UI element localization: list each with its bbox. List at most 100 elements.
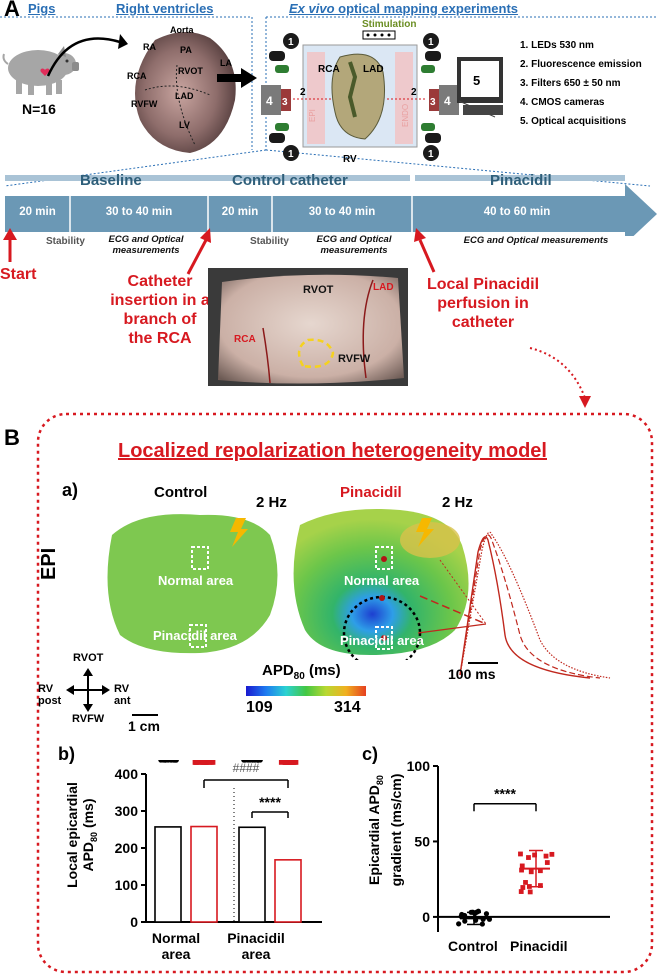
data-point — [518, 851, 523, 857]
normal-area-label-pinacidil: Normal area — [344, 573, 420, 588]
y-tick-label: 400 — [115, 766, 139, 782]
data-point — [479, 921, 485, 927]
pig-illustration — [2, 46, 79, 95]
data-point — [543, 853, 549, 859]
segment-3: 20 min — [221, 206, 259, 218]
chart-c-cat-0: Control — [448, 938, 498, 954]
panel-b-letter: B — [4, 425, 20, 450]
data-point — [282, 760, 288, 765]
heart-label-la: LA — [220, 58, 232, 68]
data-point — [285, 760, 291, 765]
apd-title-text: APD — [262, 662, 294, 679]
stimulation-label: Stimulation — [362, 19, 416, 30]
chart-b-cat-1: Pinacidil area — [227, 930, 285, 962]
start-label: Start — [0, 266, 37, 283]
data-point — [538, 883, 543, 888]
sub-c-label: c) — [362, 744, 379, 764]
exvivo-title: Ex vivo optical mapping experiments — [289, 1, 518, 16]
y-tick-label: 200 — [115, 840, 139, 856]
significance-stars: **** — [494, 786, 516, 802]
svg-text:LAD: LAD — [363, 64, 384, 75]
svg-text:RCA: RCA — [234, 334, 256, 345]
segment-2: 30 to 40 min — [105, 206, 173, 218]
heart-label-rvot: RVOT — [178, 66, 203, 76]
y-tick-label: 100 — [115, 877, 139, 893]
legend-item-5: 5. Optical acquisitions — [520, 116, 627, 127]
apd-max-label: 314 — [334, 699, 361, 716]
curved-arrow-icon — [46, 34, 128, 77]
bar — [190, 825, 218, 923]
data-point — [200, 760, 206, 765]
data-point — [486, 916, 493, 922]
svg-text:EPI: EPI — [308, 109, 317, 122]
data-point — [462, 918, 468, 924]
hz-label-control: 2 Hz — [256, 494, 287, 511]
local-perfusion-text: Local Pinacidil perfusion in catheter — [426, 276, 540, 331]
data-point — [527, 889, 533, 895]
hz-label-pinacidil: 2 Hz — [442, 494, 473, 511]
ecg-label-1: ECG and Optical measurements — [108, 234, 184, 256]
segment-4: 30 to 40 min — [308, 206, 376, 218]
data-point — [206, 760, 212, 765]
ecg-label-2: ECG and Optical measurements — [316, 234, 392, 256]
heart-icon — [40, 68, 50, 76]
svg-text:RCA: RCA — [318, 64, 340, 75]
heart-label-aorta: Aorta — [170, 25, 194, 35]
legend-item-1: 1. LEDs 530 nm — [520, 40, 594, 51]
pinacidil-area-label-pinacidil: Pinacidil area — [340, 633, 424, 648]
heart-illustration: Aorta PA RA RVOT LA RCA LAD RVFW LV — [127, 25, 236, 153]
data-point — [526, 855, 531, 860]
sub-b-label: b) — [58, 744, 75, 764]
legend-item-4: 4. CMOS cameras — [520, 97, 605, 108]
bar — [274, 859, 302, 923]
svg-text:ENDO: ENDO — [401, 104, 410, 127]
optical-setup-illustration: Stimulation EPI ENDO RCA LAD RV 2 2 4 3 … — [261, 19, 503, 165]
right-arrow-icon — [217, 68, 257, 88]
pigs-title: Pigs — [28, 1, 56, 16]
data-point — [519, 863, 525, 869]
data-point — [278, 760, 284, 765]
exvivo-rest: optical mapping experiments — [334, 1, 519, 16]
phase-baseline: Baseline — [80, 172, 142, 189]
data-point — [518, 889, 524, 894]
svg-text:2: 2 — [411, 87, 417, 98]
phase-pinacidil: Pinacidil — [490, 172, 552, 189]
svg-text:1: 1 — [288, 149, 294, 160]
data-point — [537, 868, 543, 874]
pinacidil-title: Pinacidil — [340, 484, 402, 501]
catheter-insertion-text: Catheter insertion in a branch of the RC… — [110, 273, 210, 347]
scale-cm-label: 1 cm — [128, 718, 160, 734]
y-tick-label: 100 — [407, 760, 431, 774]
lightning-icon — [230, 518, 248, 547]
svg-text:3: 3 — [430, 97, 436, 108]
scale-bar-cm — [132, 714, 158, 716]
pinacidil-area-label-control: Pinacidil area — [153, 628, 237, 643]
chart-b-cat-0: Normal area — [151, 930, 201, 962]
control-title: Control — [154, 484, 208, 501]
data-point — [532, 852, 538, 858]
data-point — [293, 760, 299, 765]
heart-label-ra: RA — [143, 42, 156, 52]
apd-min-label: 109 — [246, 699, 273, 716]
timeline-bar — [5, 175, 657, 236]
orient-left: RV post — [38, 683, 62, 707]
data-point — [528, 869, 534, 875]
apd-maps — [107, 509, 469, 660]
exvivo-italic: Ex vivo — [289, 1, 335, 16]
ecg-label-3: ECG and Optical measurements — [463, 235, 609, 246]
orient-bottom: RVFW — [72, 713, 105, 725]
apd-title-unit: (ms) — [304, 662, 341, 679]
orient-right: RV ant — [114, 683, 131, 707]
data-point — [194, 760, 200, 765]
svg-text:1: 1 — [288, 37, 294, 48]
apd-title-sub: 80 — [293, 671, 305, 682]
heart-photo: RVOT LAD RCA RVFW — [208, 268, 408, 386]
svg-text:2: 2 — [300, 87, 306, 98]
significance-stars: **** — [259, 794, 281, 810]
segment-5: 40 to 60 min — [483, 206, 551, 218]
data-point — [523, 880, 528, 885]
svg-text:1: 1 — [428, 37, 434, 48]
svg-text:1: 1 — [428, 149, 434, 160]
